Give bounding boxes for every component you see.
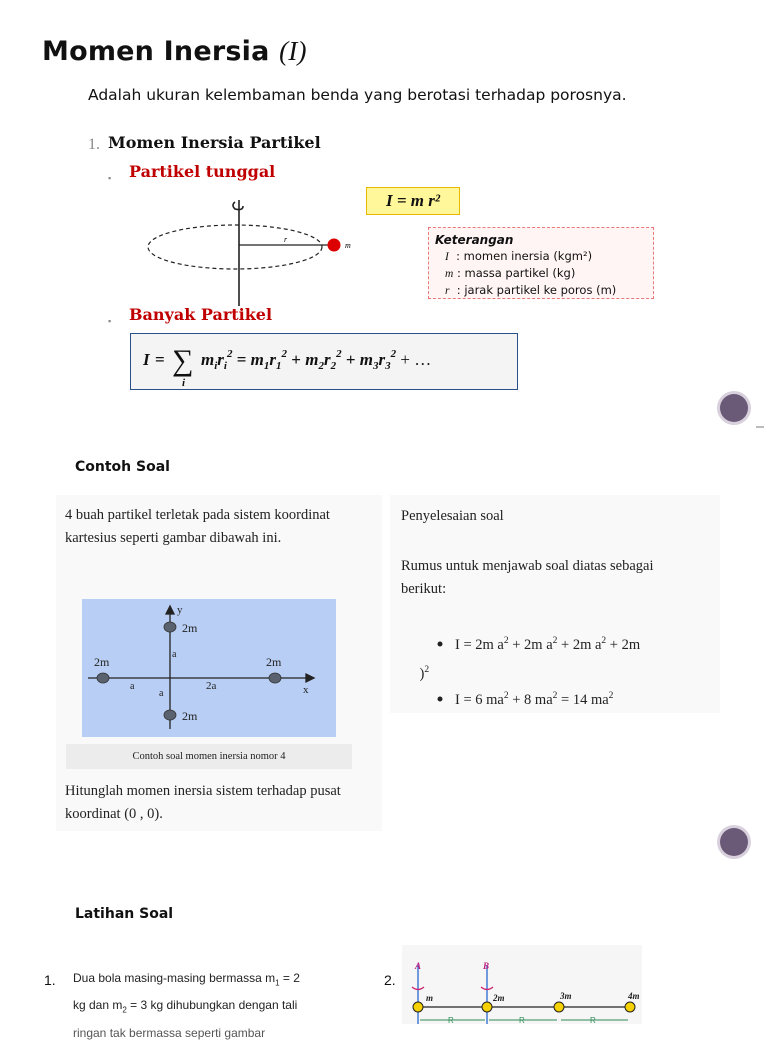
title-symbol: (I) <box>279 36 307 66</box>
orbit-ellipse <box>147 224 323 270</box>
svg-text:=: = <box>155 350 165 369</box>
svg-text:R: R <box>519 1016 525 1024</box>
section-number: 1. <box>88 136 100 153</box>
single-particle-diagram: r m <box>147 200 351 306</box>
diagram-caption: Contoh soal momen inersia nomor 4 <box>66 744 352 769</box>
solution-panel <box>390 495 720 713</box>
many-particle-label: Banyak Partikel <box>129 305 273 324</box>
svg-text:R: R <box>590 1016 596 1024</box>
svg-text:I = 2m a2 + 2m a2 + 2m a2 + 2m: I = 2m a2 + 2m a2 + 2m a2 + 2m <box>455 636 641 653</box>
page-title: Momen Inersia (I) <box>42 36 307 67</box>
question-intro: 4 buah partikel terletak pada sistem koo… <box>65 507 330 546</box>
y-arrow-icon <box>164 604 176 615</box>
keterangan-row: m : massa partikel (kg) <box>445 266 576 280</box>
axis-a-label: A <box>414 961 421 971</box>
keterangan-row: I : momen inersia (kgm²) <box>445 249 593 263</box>
svg-text:miri2 = m1r12 + m2r22 + m3r32: miri2 = m1r12 + m2r22 + m3r32 + … <box>201 348 431 372</box>
contoh-heading: Contoh Soal <box>75 459 170 475</box>
bullet-many: ▪ <box>108 316 112 326</box>
coordinate-diagram-svg: 2m 2m 2m 2m y x a a 2a a <box>88 604 316 729</box>
solution-intro: Rumus untuk menjawab soal diatas sebagai… <box>401 558 654 597</box>
label-top-mass: 2m <box>182 621 198 635</box>
exercise-2-number: 2. <box>384 972 396 988</box>
x-label: x <box>303 684 309 696</box>
title-text: Momen Inersia <box>42 36 280 67</box>
mass-4m-label: 4m <box>627 991 640 1001</box>
coordinate-diagram: 2m 2m 2m 2m y x a a 2a a <box>82 599 336 737</box>
svg-text:I: I <box>142 350 151 369</box>
sum-formula-box: I = ∑ i miri2 = m1r12 + m2r22 + m3r32 + … <box>130 333 518 390</box>
rotation-arrow-icon <box>232 201 244 211</box>
svg-text:i: i <box>182 377 186 389</box>
mass-left <box>96 672 110 684</box>
keterangan-heading: Keterangan <box>435 233 514 247</box>
y-label: y <box>177 604 183 616</box>
sum-formula: I = ∑ i miri2 = m1r12 + m2r22 + m3r32 + … <box>142 344 431 389</box>
mass-bottom <box>163 709 177 721</box>
mass-right <box>268 672 282 684</box>
mass-top <box>163 621 177 633</box>
keterangan-box: Keterangan I : momen inersia (kgm²) m : … <box>428 227 654 299</box>
exercise-1-text: Dua bola masing-masing bermassa m1 = 2 k… <box>73 971 300 1040</box>
keterangan-row: r : jarak partikel ke poros (m) <box>445 283 617 297</box>
solution-title: Penyelesaian soal <box>401 508 504 524</box>
two-a-label: 2a <box>206 680 217 692</box>
slide-nav-button[interactable] <box>720 394 748 422</box>
exercise-1-number: 1. <box>44 972 56 988</box>
rod-diagram: A B m 2m 3m 4m R R R <box>411 961 640 1025</box>
svg-text:R: R <box>448 1016 454 1024</box>
single-formula-box: I = m r² <box>366 187 460 215</box>
axis-b-label: B <box>482 961 489 971</box>
rotation-arrow-b-icon <box>480 986 494 991</box>
tiny-mark <box>756 426 764 428</box>
latihan-heading: Latihan Soal <box>75 906 174 922</box>
mass-m-label: m <box>426 993 433 1003</box>
rotation-arrow-a-icon <box>411 986 425 991</box>
x-arrow-icon <box>305 672 316 684</box>
exercise-2-diagram: A B m 2m 3m 4m R R R <box>402 945 642 1025</box>
definition-text: Adalah ukuran kelembaman benda yang bero… <box>88 86 627 104</box>
mass-2m-label: 2m <box>492 993 505 1003</box>
label-left-mass: 2m <box>94 655 110 669</box>
a-lower-label: a <box>159 688 164 699</box>
slide-nav-button[interactable] <box>720 828 748 856</box>
bullet-single: ▪ <box>108 173 112 183</box>
r-label: r <box>284 235 288 244</box>
section-heading: Momen Inersia Partikel <box>108 133 321 152</box>
label-right-mass: 2m <box>266 655 282 669</box>
a-vertical-label: a <box>172 649 177 660</box>
m-label: m <box>345 241 351 250</box>
solution-equations: I = 2m a2 + 2m a2 + 2m a2 + 2m (2a)2 I =… <box>420 636 641 708</box>
single-particle-label: Partikel tunggal <box>129 162 276 181</box>
particle-dot <box>327 238 341 252</box>
svg-text:(2a)2: (2a)2 <box>420 665 429 682</box>
a-left-label: a <box>130 681 135 692</box>
label-bottom-mass: 2m <box>182 709 198 723</box>
svg-text:∑: ∑ <box>172 344 193 377</box>
svg-text:I = 6 ma2 + 8 ma2 = 14 ma2: I = 6 ma2 + 8 ma2 = 14 ma2 <box>455 691 614 708</box>
question-text: Hitunglah momen inersia sistem terhadap … <box>65 783 341 822</box>
mass-3m-label: 3m <box>559 991 572 1001</box>
